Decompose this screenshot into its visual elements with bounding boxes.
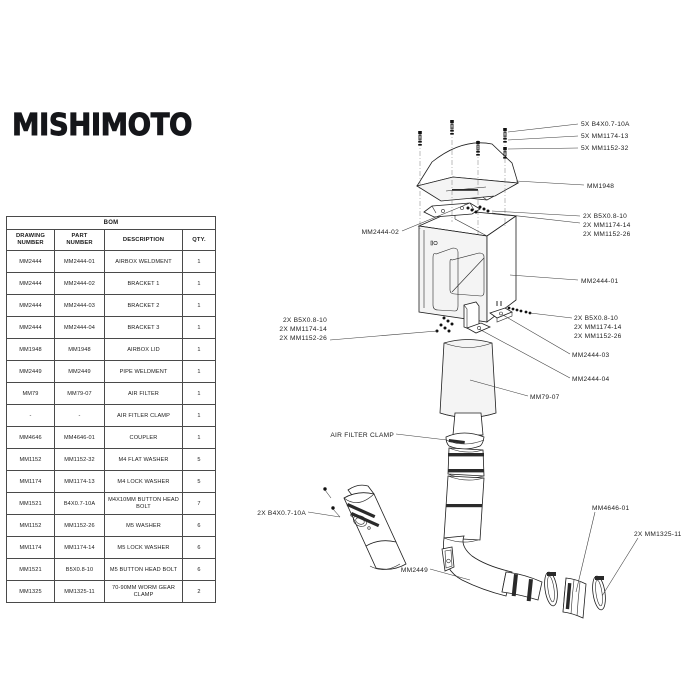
callout-airbox-weldment: MM2444-01 — [581, 278, 619, 285]
column-header-drawing-number: DRAWING NUMBER — [6, 229, 55, 252]
top-bolt-hardware — [418, 120, 507, 159]
callout-hardware-left-1: 2X B5X0.8-10 — [283, 317, 327, 324]
right-lower-bolt-hardware — [496, 301, 532, 315]
loose-bolts-detail — [323, 487, 341, 518]
callout-bolts-lower-left: 2X B4X0.7-10A — [257, 510, 306, 517]
bracket-3-part — [463, 301, 491, 334]
callout-coupler: MM4646-01 — [592, 505, 630, 512]
lid-bolt-hardware — [463, 202, 490, 214]
upper-coupler-part — [447, 447, 485, 479]
callout-worm-gear-clamp: 2X MM1325-11 — [634, 531, 682, 538]
mishimoto-logo: MISHIMOTO — [12, 108, 193, 144]
bolt-stack-2 — [450, 120, 454, 135]
callout-labels: 5X B4X0.7-10A 5X MM1174-13 5X MM1152-32 … — [257, 121, 681, 574]
column-header-description: DESCRIPTION — [104, 229, 183, 252]
bolt-stack-1 — [418, 131, 422, 146]
leader-lines — [307, 123, 639, 597]
callout-hardware-right-2: 2X MM1174-14 — [574, 324, 622, 331]
bom-header-row: DRAWING NUMBER PART NUMBER DESCRIPTION Q… — [6, 229, 217, 252]
pipe-detail-inset — [343, 484, 407, 570]
callout-bracket-2: MM2444-03 — [572, 352, 610, 359]
bolt-stack-4 — [503, 128, 507, 143]
column-header-part-number: PART NUMBER — [54, 229, 105, 252]
bom-title-row: BOM — [5, 215, 217, 231]
bom-table-container: BOM DRAWING NUMBER PART NUMBER DESCRIPTI… — [5, 215, 217, 604]
cell-qty: 1 — [181, 294, 217, 318]
pipe-weldment-part — [441, 535, 543, 602]
callout-hardware-left-3: 2X MM1152-26 — [279, 335, 327, 342]
air-filter-part — [439, 339, 497, 439]
callout-hardware-lid-2: 2X MM1174-14 — [583, 222, 631, 229]
cell-drawing-number: MM1325 — [6, 580, 55, 604]
header-line-2: NUMBER — [66, 240, 93, 247]
header-line-1: PART — [71, 233, 88, 240]
coupler-part — [562, 577, 587, 619]
cell-qty: 2 — [181, 580, 217, 604]
bom-table: BOM DRAWING NUMBER PART NUMBER DESCRIPTI… — [5, 215, 217, 604]
callout-bracket-3: MM2444-04 — [572, 376, 610, 383]
cell-qty: 1 — [181, 338, 217, 362]
header-line-1: DRAWING — [15, 233, 46, 240]
callout-hardware-top-2: 5X MM1174-13 — [581, 133, 629, 140]
callout-hardware-lid-1: 2X B5X0.8-10 — [583, 213, 627, 220]
column-header-qty: QTY. — [181, 229, 217, 252]
air-filter-clamp-part — [445, 432, 485, 450]
bolt-center-axes — [419, 120, 506, 234]
left-lower-bolt-hardware — [435, 316, 454, 333]
pipe-vertical-section — [443, 475, 485, 541]
callout-air-filter: MM79-07 — [530, 394, 560, 401]
cell-qty: 1 — [181, 382, 217, 406]
header-line-2: NUMBER — [17, 240, 44, 247]
worm-gear-clamp-2 — [592, 575, 606, 611]
airbox-lid-part — [415, 142, 520, 202]
callout-bracket-1: MM2444-02 — [362, 229, 400, 236]
cell-description: 70-90MM WORM GEAR CLAMP — [104, 580, 183, 604]
bolt-stack-3 — [476, 141, 480, 156]
worm-gear-clamp-1 — [544, 571, 558, 607]
callout-pipe-weldment: MM2449 — [401, 567, 428, 574]
callout-hardware-right-3: 2X MM1152-26 — [574, 333, 622, 340]
airbox-weldment-part — [417, 209, 518, 323]
bolt-stack-5 — [503, 147, 507, 159]
callout-air-filter-clamp: AIR FILTER CLAMP — [330, 432, 394, 439]
callout-hardware-right-1: 2X B5X0.8-10 — [574, 315, 618, 322]
callout-hardware-left-2: 2X MM1174-14 — [279, 326, 327, 333]
callout-hardware-lid-3: 2X MM1152-26 — [583, 231, 631, 238]
callout-airbox-lid: MM1948 — [587, 183, 614, 190]
callout-hardware-top-1: 5X B4X0.7-10A — [581, 121, 630, 128]
bom-table-head: BOM DRAWING NUMBER PART NUMBER DESCRIPTI… — [5, 215, 217, 252]
bom-title: BOM — [5, 215, 217, 231]
callout-hardware-top-3: 5X MM1152-32 — [581, 145, 629, 152]
bracket-2-part — [489, 307, 513, 323]
